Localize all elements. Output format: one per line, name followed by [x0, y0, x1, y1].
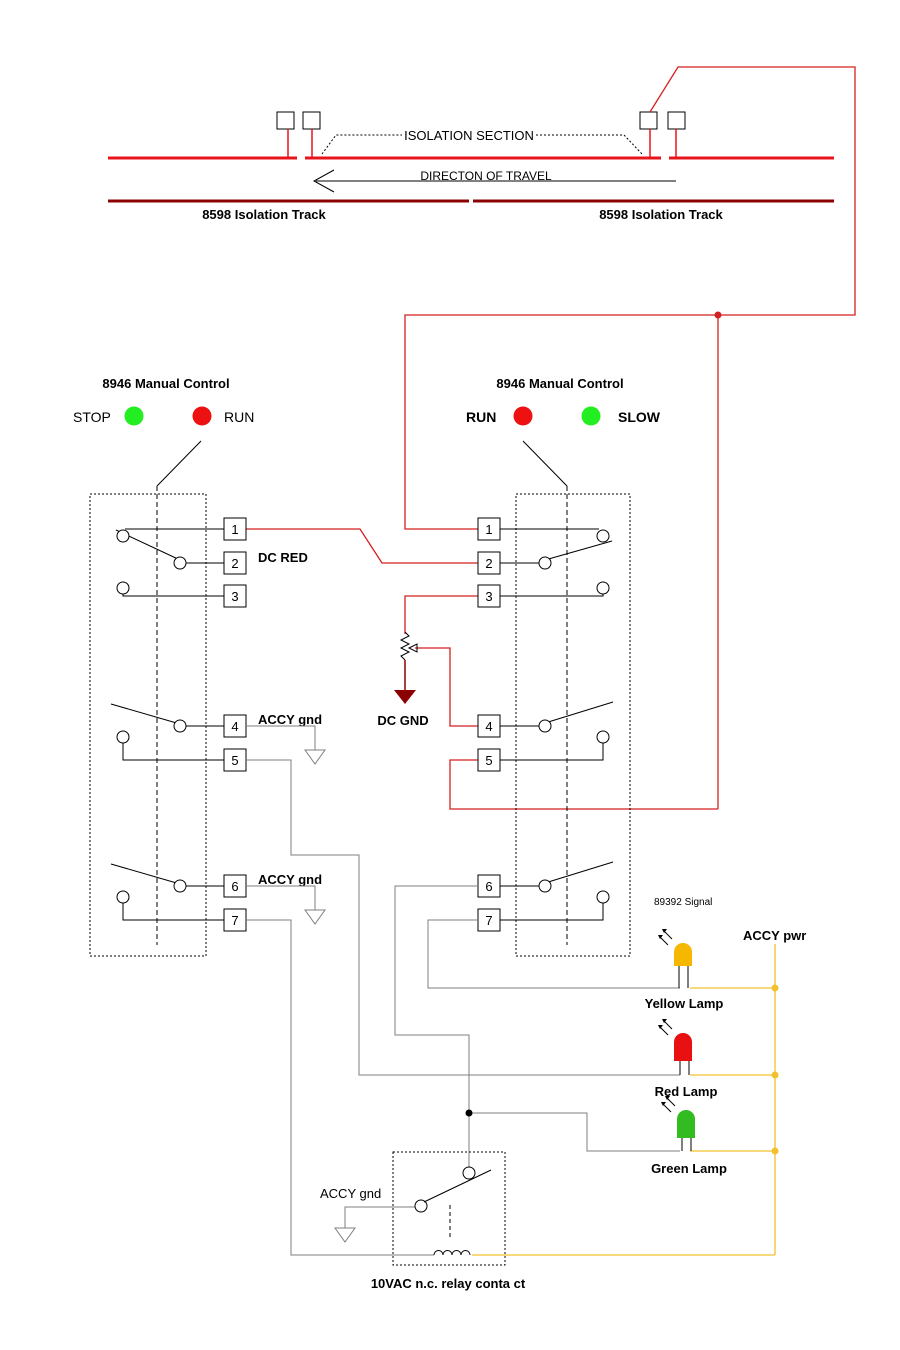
track-label-right: 8598 Isolation Track	[599, 207, 723, 222]
svg-text:3: 3	[485, 589, 492, 604]
feed-wire-track	[404, 66, 856, 530]
isolation-bracket	[321, 134, 402, 155]
svg-text:2: 2	[485, 556, 492, 571]
left-control-box	[89, 493, 207, 957]
svg-text:1: 1	[231, 522, 238, 537]
left-manual-control: 8946 Manual Control STOP RUN	[73, 376, 326, 957]
left-run-led	[192, 406, 212, 426]
dc-red-label: DC RED	[258, 550, 308, 565]
relay-coil-icon	[433, 1250, 471, 1256]
ground-icon-4	[304, 749, 326, 765]
right-control-title: 8946 Manual Control	[496, 376, 623, 391]
track-feeder-2	[302, 111, 321, 130]
yellow-lamp	[658, 929, 692, 988]
relay-label: 10VAC n.c. relay conta ct	[371, 1276, 526, 1291]
wire-5-right	[449, 759, 718, 810]
accy-pwr-label: ACCY pwr	[743, 928, 806, 943]
svg-text:3: 3	[231, 589, 238, 604]
left-terminals: 1 2 3 4 5 6 7	[223, 517, 247, 932]
green-lamp	[661, 1096, 695, 1151]
signal-title: 89392 Signal	[654, 897, 712, 908]
red-lamp-label: Red Lamp	[655, 1084, 718, 1099]
accy-gnd-label-1: ACCY gnd	[258, 712, 322, 727]
svg-text:7: 7	[231, 913, 238, 928]
right-slow-led	[581, 406, 601, 426]
red-lamp	[658, 1019, 692, 1075]
relay-accy-gnd-label: ACCY gnd	[320, 1186, 381, 1201]
wire-pot-wiper	[415, 647, 478, 727]
junction-red	[714, 311, 722, 319]
right-terminals: 1 2 3 4 5 6 7	[477, 517, 501, 932]
right-run-label: RUN	[466, 409, 496, 425]
left-lever	[156, 440, 202, 487]
track-label-left: 8598 Isolation Track	[202, 207, 326, 222]
track-area: ISOLATION SECTION DIRECTON OF TRAVEL 859…	[108, 111, 834, 222]
svg-text:6: 6	[485, 879, 492, 894]
svg-text:5: 5	[231, 753, 238, 768]
right-lever	[522, 440, 568, 487]
right-manual-control: 8946 Manual Control RUN SLOW	[466, 376, 661, 957]
track-feeder-1	[276, 111, 295, 130]
relay-box	[392, 1151, 506, 1266]
left-stop-led	[124, 406, 144, 426]
left-run-label: RUN	[224, 409, 254, 425]
direction-label: DIRECTON OF TRAVEL	[420, 169, 552, 183]
dc-gnd-label: DC GND	[377, 713, 428, 728]
yellow-lamp-label: Yellow Lamp	[645, 996, 724, 1011]
track-feeder-3	[639, 111, 658, 130]
svg-text:2: 2	[231, 556, 238, 571]
wire-left-5	[246, 759, 680, 1076]
svg-text:6: 6	[231, 879, 238, 894]
wire-relay-gnd	[344, 1206, 415, 1228]
wire-dc-red	[246, 528, 478, 564]
wire-right-6	[394, 885, 478, 1168]
right-control-box	[515, 493, 631, 957]
accy-gnd-label-2: ACCY gnd	[258, 872, 322, 887]
svg-text:1: 1	[485, 522, 492, 537]
wire-left-7	[246, 919, 434, 1256]
left-control-title: 8946 Manual Control	[102, 376, 229, 391]
isolation-section-label: ISOLATION SECTION	[404, 128, 534, 143]
dc-ground-icon	[394, 690, 416, 704]
wire-green	[469, 1112, 680, 1152]
svg-text:4: 4	[485, 719, 492, 734]
wire-3-pot	[404, 595, 478, 634]
left-stop-label: STOP	[73, 409, 111, 425]
svg-text:4: 4	[231, 719, 238, 734]
svg-text:7: 7	[485, 913, 492, 928]
potentiometer	[394, 631, 418, 704]
track-feeder-4	[667, 111, 686, 130]
right-slow-label: SLOW	[618, 409, 661, 425]
yellow-wires	[472, 944, 776, 1256]
signal-lamps: 89392 Signal Yellow Lamp Red Lamp Green …	[645, 897, 727, 1176]
ground-icon-relay	[334, 1227, 356, 1243]
right-run-led	[513, 406, 533, 426]
green-lamp-label: Green Lamp	[651, 1161, 727, 1176]
red-wires	[246, 66, 856, 810]
svg-text:5: 5	[485, 753, 492, 768]
junction-gray	[465, 1109, 473, 1117]
relay	[392, 1151, 506, 1266]
wire-right-7	[427, 919, 680, 989]
gray-wires	[246, 759, 680, 1256]
ground-icon-6	[304, 909, 326, 925]
